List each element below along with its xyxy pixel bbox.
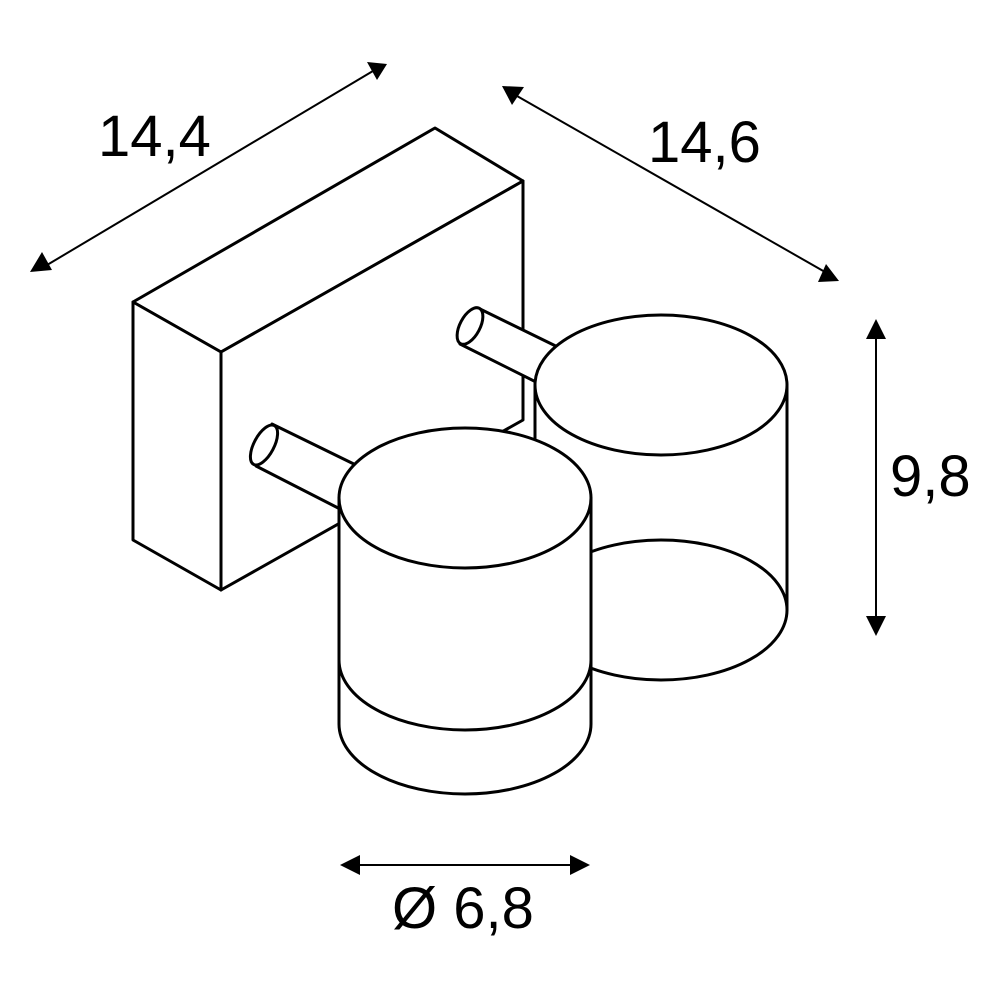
dimension-diameter-label: Ø 6,8 <box>392 876 534 941</box>
front-cylinder-top <box>337 426 593 570</box>
front-cylinder-band <box>337 658 593 732</box>
dimension-diameter: Ø 6,8 <box>340 855 590 941</box>
dimension-width-right: 14,6 <box>502 86 839 282</box>
box-front-face <box>131 300 223 592</box>
front-arm <box>248 422 364 512</box>
dimension-width-left: 14,4 <box>30 62 387 272</box>
back-cylinder-top <box>533 313 789 457</box>
dimension-width-left-label: 14,4 <box>98 104 211 169</box>
dimension-height: 9,8 <box>866 319 971 636</box>
dimension-width-right-label: 14,6 <box>648 110 761 175</box>
dimension-height-label: 9,8 <box>890 444 971 509</box>
front-cylinder <box>337 426 593 796</box>
